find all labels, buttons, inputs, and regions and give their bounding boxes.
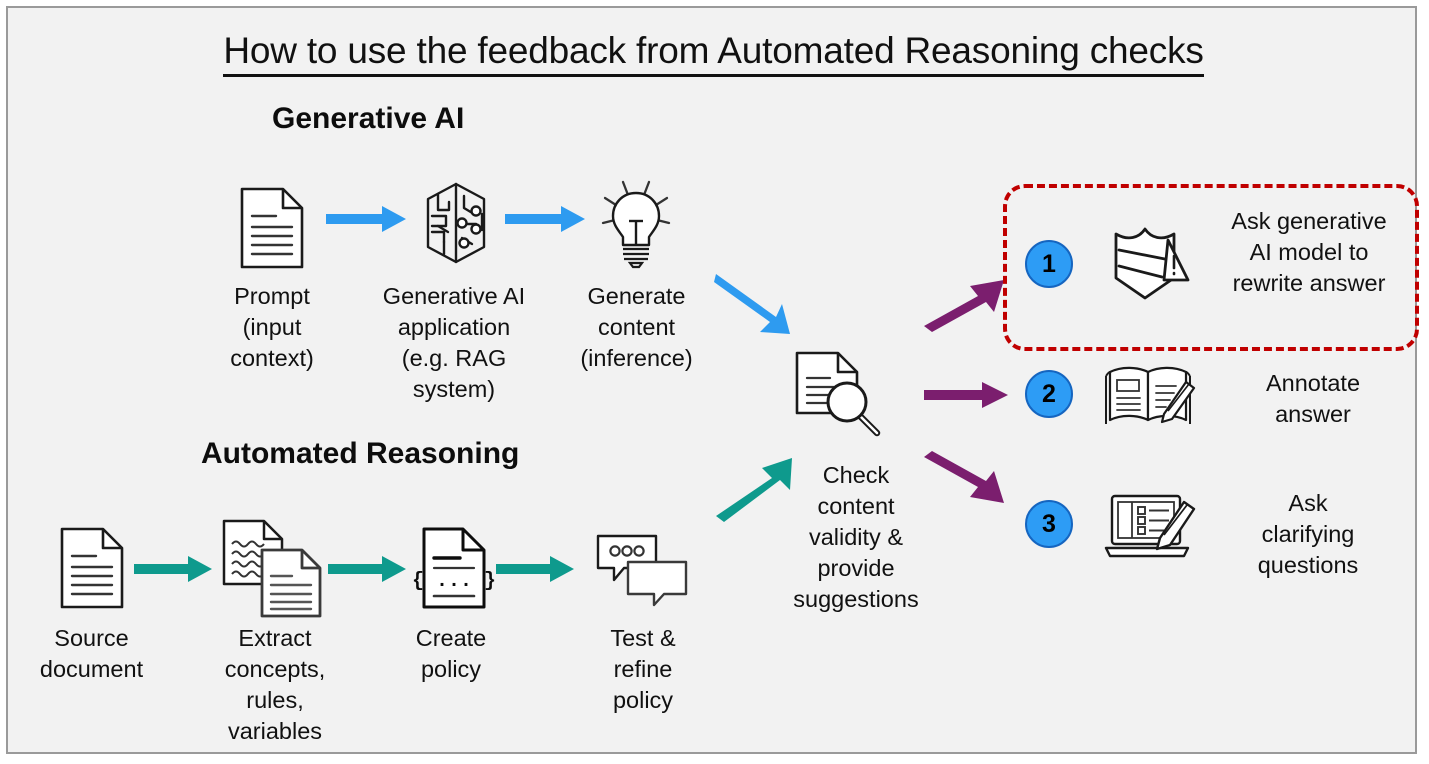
document-magnifier-icon	[792, 350, 892, 450]
document-icon	[56, 526, 128, 610]
arrow-blue-app-to-content	[505, 204, 587, 234]
arrow-purple-to-action-2	[924, 381, 1010, 409]
node-label-prompt: Prompt (input context)	[230, 283, 314, 371]
svg-text:{ ... }: { ... }	[412, 570, 496, 593]
node-label-extract-concepts: Extract concepts, rules, variables	[224, 625, 326, 744]
node-label-generative-ai-application: Generative AI application (e.g. RAG syst…	[382, 283, 526, 402]
section-heading-automated-reasoning: Automated Reasoning	[201, 437, 520, 470]
arrow-teal-to-check	[714, 442, 804, 522]
action-label-1: Ask generative AI model to rewrite answe…	[1231, 208, 1387, 296]
arrow-teal-source-to-extract	[134, 554, 214, 584]
page-title: How to use the feedback from Automated R…	[8, 30, 1419, 77]
lightbulb-icon	[586, 171, 686, 271]
arrow-purple-to-action-3	[922, 451, 1008, 507]
arrow-blue-prompt-to-app	[326, 204, 408, 234]
step-number-badge-3: 3	[1025, 500, 1073, 548]
node-label-generate-content: Generate content (inference)	[580, 283, 693, 371]
arrow-teal-extract-to-create	[328, 554, 408, 584]
action-label-2: Annotate answer	[1265, 370, 1361, 427]
step-number-2: 2	[1042, 379, 1056, 408]
policy-code-document-icon: { ... }	[412, 526, 496, 610]
section-heading-generative-ai: Generative AI	[272, 102, 465, 135]
document-icon	[236, 186, 308, 270]
step-number-1: 1	[1042, 249, 1056, 278]
neural-brain-icon	[416, 180, 496, 266]
arrow-teal-create-to-test	[496, 554, 576, 584]
laptop-checklist-pencil-icon	[1104, 490, 1200, 566]
step-number-badge-2: 2	[1025, 370, 1073, 418]
node-label-check-content: Check content validity & provide suggest…	[793, 462, 919, 612]
action-label-3: Ask clarifying questions	[1257, 490, 1359, 578]
step-number-3: 3	[1042, 509, 1056, 538]
step-number-badge-1: 1	[1025, 240, 1073, 288]
book-pencil-icon	[1104, 358, 1196, 434]
shield-alert-icon	[1106, 222, 1194, 306]
node-label-test-refine-policy: Test & refine policy	[610, 625, 676, 713]
chat-bubbles-icon	[594, 532, 690, 608]
diagram-frame: How to use the feedback from Automated R…	[6, 6, 1419, 754]
arrow-purple-to-action-1	[922, 278, 1008, 334]
page-title-text: How to use the feedback from Automated R…	[223, 30, 1204, 77]
node-label-create-policy: Create policy	[415, 625, 487, 682]
two-documents-icon	[220, 518, 326, 622]
node-label-source-document: Source document	[39, 625, 144, 682]
arrow-blue-to-check	[714, 270, 804, 350]
